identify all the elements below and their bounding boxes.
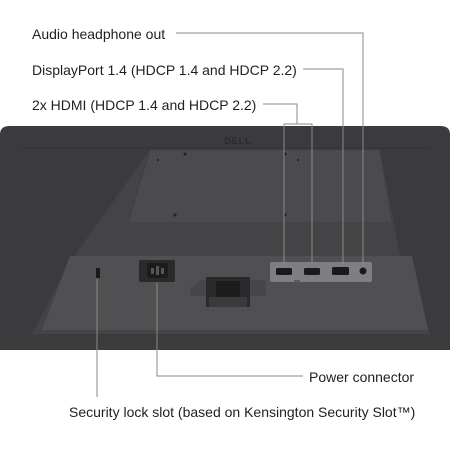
- hdmi-port-2: [304, 268, 320, 275]
- audio-callout-label: Audio headphone out: [32, 26, 166, 42]
- displayport-port: [332, 267, 349, 275]
- power-connector: [139, 260, 175, 282]
- monitor-back: [0, 126, 450, 350]
- hdmi-bracket: [283, 123, 313, 264]
- hdmi-leader-line: [263, 103, 298, 124]
- power-leader-line: [156, 283, 303, 377]
- hdmi-callout-label: 2x HDMI (HDCP 1.4 and HDCP 2.2): [32, 97, 257, 113]
- hdmi-port-1: [276, 268, 292, 275]
- displayport-leader-line: [303, 68, 344, 264]
- power-callout-label: Power connector: [309, 369, 415, 385]
- displayport-callout-label: DisplayPort 1.4 (HDCP 1.4 and HDCP 2.2): [32, 62, 297, 78]
- security-callout-label: Security lock slot (based on Kensington …: [69, 404, 416, 420]
- callout-leader-lines: [96, 32, 364, 397]
- audio-leader-line: [176, 32, 364, 266]
- security-lock-slot: [96, 268, 100, 278]
- brand-logo: DELL: [224, 136, 252, 146]
- port-plate: [270, 262, 372, 283]
- stand-mount: [190, 277, 266, 307]
- audio-jack: [359, 267, 367, 275]
